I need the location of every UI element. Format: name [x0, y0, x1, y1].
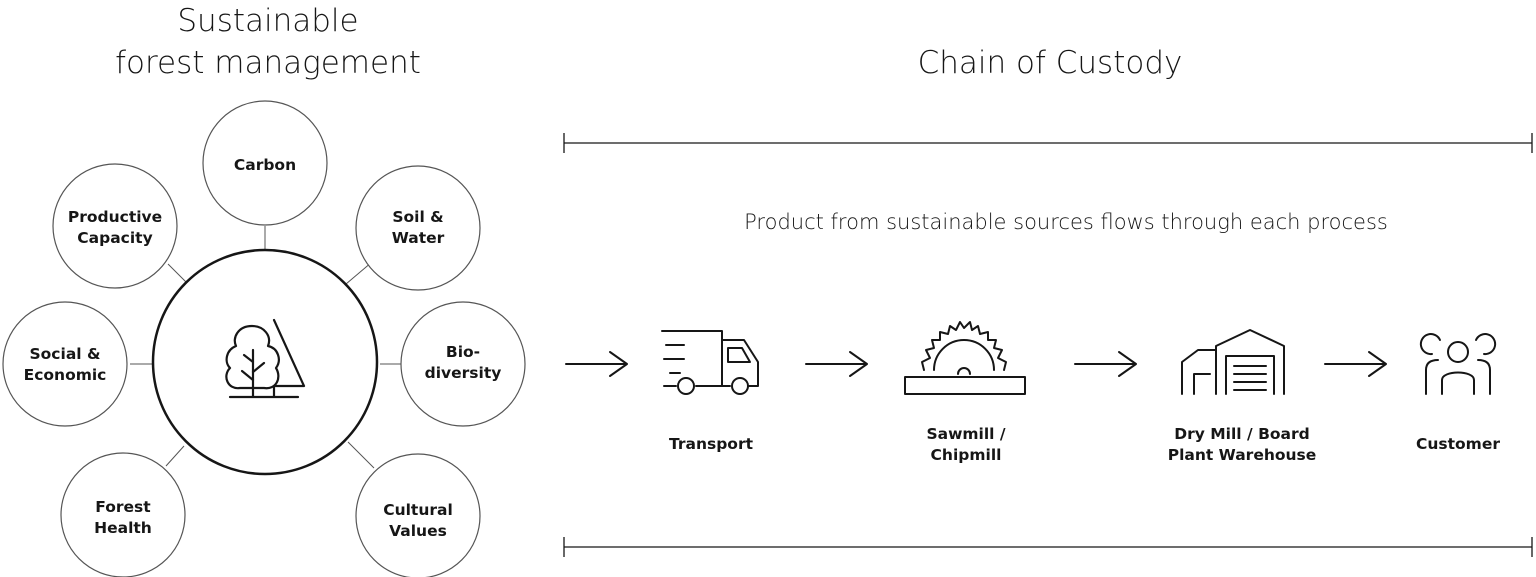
- step-label-dry-mill: Dry Mill / Board Plant Warehouse: [1167, 425, 1317, 464]
- step-label-sawmill: Sawmill / Chipmill: [926, 425, 1006, 464]
- warehouse-icon: [1181, 329, 1285, 395]
- pillar-label-cultural-values: Cultural Values: [383, 501, 453, 540]
- connector-productive-capacity: [167, 263, 187, 283]
- connector-cultural-values: [347, 441, 375, 469]
- pillar-label-social-economic: Social & Economic: [23, 345, 107, 384]
- step-label-customer: Customer: [1415, 435, 1500, 453]
- pillar-label-forest-health: Forest Health: [94, 498, 152, 537]
- pillar-circle-cultural-values: [355, 453, 481, 577]
- trees-icon: [225, 318, 306, 399]
- step-label-transport: Transport: [668, 435, 754, 453]
- arrow-right-icon: [1324, 351, 1387, 377]
- pillar-label-carbon: Carbon: [233, 156, 297, 174]
- customers-icon: [1419, 333, 1497, 395]
- pillar-label-productive-capacity: Productive Capacity: [67, 208, 163, 247]
- pillar-label-biodiversity: Bio- diversity: [424, 343, 502, 382]
- pillar-circle-productive-capacity: [52, 163, 178, 289]
- delivery-truck-icon: [661, 330, 759, 395]
- saw-blade-icon: [904, 321, 1026, 395]
- custody-bracket-top: [563, 133, 1533, 153]
- pillar-connectors: [130, 226, 402, 469]
- chain-of-custody-subtitle: Product from sustainable sources flows t…: [744, 210, 1388, 234]
- chain-of-custody-title: Chain of Custody: [917, 45, 1183, 81]
- connector-forest-health: [165, 445, 185, 467]
- pillar-circle-soil-water: [355, 165, 481, 291]
- pillar-label-soil-water: Soil & Water: [391, 208, 445, 247]
- pillar-circle-social-economic: [2, 301, 128, 427]
- pillar-circle-carbon: [202, 100, 328, 226]
- pillar-circle-forest-health: [60, 452, 186, 577]
- pillar-circle-biodiversity: [400, 301, 526, 427]
- arrow-right-icon: [805, 351, 868, 377]
- arrow-right-icon: [565, 351, 628, 377]
- arrow-right-icon: [1074, 351, 1137, 377]
- custody-bracket-bottom: [563, 537, 1533, 557]
- sustainable-forest-management-title: Sustainable forest management: [115, 3, 421, 81]
- connector-soil-water: [345, 261, 373, 285]
